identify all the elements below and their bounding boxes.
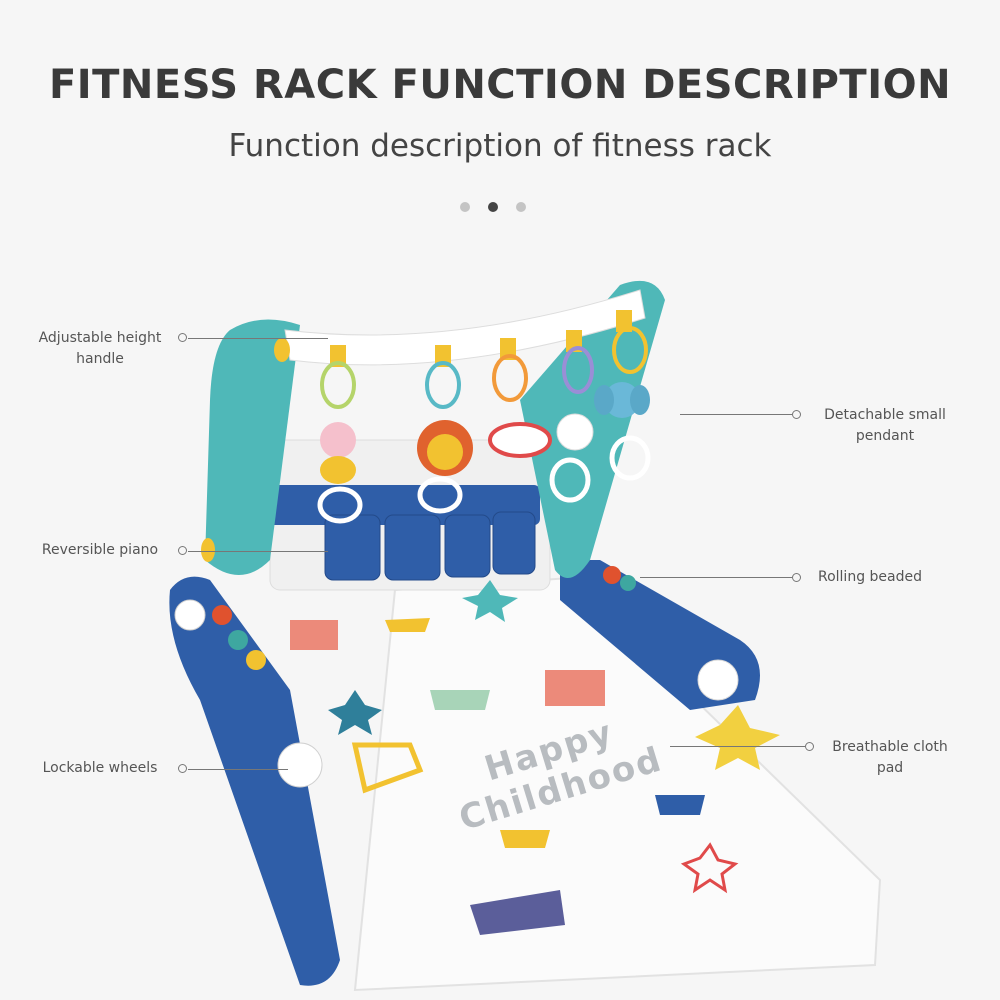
wheel-icon xyxy=(174,599,206,631)
callout-marker xyxy=(178,546,187,555)
callout-marker xyxy=(178,764,187,773)
left-base xyxy=(169,576,340,986)
wheel-icon xyxy=(277,742,323,788)
callout-marker xyxy=(792,410,801,419)
callout-line xyxy=(188,338,328,339)
carousel-dot-active[interactable] xyxy=(488,202,498,212)
wheel-icon xyxy=(697,659,739,701)
callout-marker xyxy=(178,333,187,342)
page-title: FITNESS RACK FUNCTION DESCRIPTION xyxy=(48,62,952,108)
carousel-dot[interactable] xyxy=(516,202,526,212)
mat-decorations xyxy=(290,580,780,935)
piano-keys xyxy=(262,485,540,581)
hanging-toys xyxy=(317,310,651,524)
callout-marker xyxy=(805,742,814,751)
callout-lockable-wheels: Lockable wheels xyxy=(42,760,158,776)
callout-line xyxy=(640,577,792,578)
callout-line xyxy=(188,551,328,552)
carousel-dots xyxy=(460,202,526,212)
callout-line xyxy=(680,414,792,415)
callout-reversible-piano: Reversible piano xyxy=(41,542,159,558)
left-arch-post xyxy=(205,319,300,575)
page-subtitle: Function description of fitness rack xyxy=(228,128,772,164)
height-handle xyxy=(284,289,646,366)
callout-marker xyxy=(792,573,801,582)
callout-rolling-beaded: Rolling beaded xyxy=(817,569,922,585)
carousel-dot[interactable] xyxy=(460,202,470,212)
callout-line xyxy=(670,746,805,747)
callout-line xyxy=(188,769,288,770)
